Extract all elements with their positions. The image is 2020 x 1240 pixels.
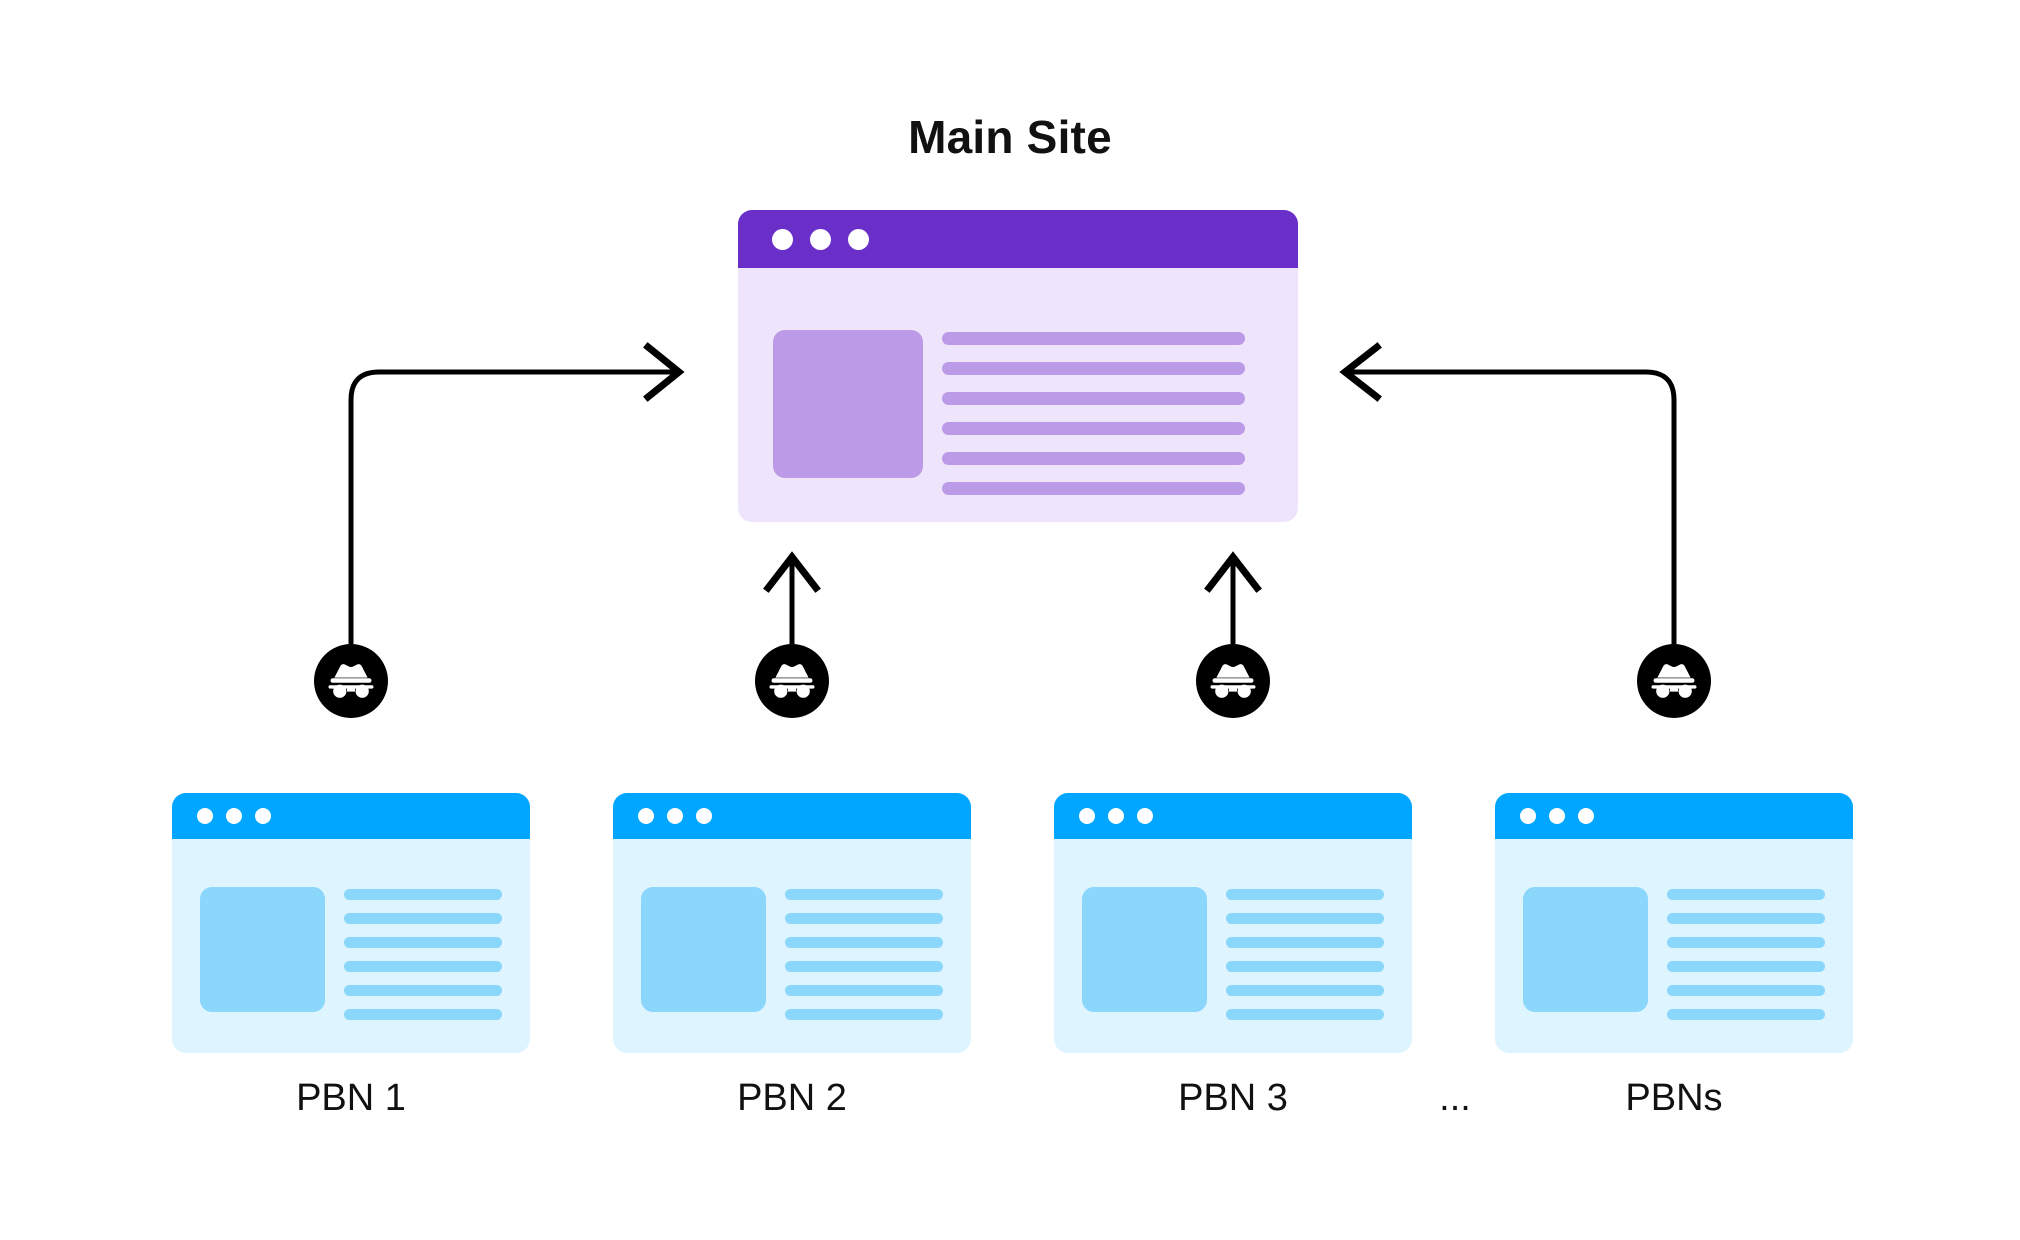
window-dot-yellow xyxy=(226,808,242,824)
pbn-2-label: PBN 2 xyxy=(737,1077,847,1119)
pbn-thumbnail xyxy=(200,887,325,1012)
main-site-window xyxy=(738,210,1298,522)
window-dot-red xyxy=(638,808,654,824)
pbn-text-line xyxy=(1667,985,1825,996)
pbn-text-line xyxy=(785,985,943,996)
window-dot-yellow xyxy=(1108,808,1124,824)
pbn-2-window xyxy=(613,793,971,1053)
pbn-3-label: PBN 3 xyxy=(1178,1077,1288,1119)
main-site-text-line xyxy=(942,482,1245,495)
ellipsis-label: ... xyxy=(1439,1077,1471,1119)
pbn-text-line xyxy=(344,889,502,900)
main-site-text-line xyxy=(942,392,1245,405)
pbn-titlebar xyxy=(172,793,530,839)
pbn-text-line xyxy=(1667,937,1825,948)
pbn-text-line xyxy=(785,913,943,924)
edge-pbns-to-main xyxy=(1350,369,1677,644)
page-title: Main Site xyxy=(908,111,1112,163)
pbn-text-line xyxy=(1226,985,1384,996)
main-site-text-line xyxy=(942,332,1245,345)
pbn-3-window xyxy=(1054,793,1412,1053)
pbn-text-line xyxy=(785,1009,943,1020)
main-site-titlebar xyxy=(738,210,1298,268)
incognito-badge-pbn1 xyxy=(314,644,388,718)
arrowhead-pbn1 xyxy=(643,342,685,402)
pbn-text-line xyxy=(344,913,502,924)
main-site-text-line xyxy=(942,362,1245,375)
edge-pbn1-to-main xyxy=(348,369,674,644)
incognito-badge-pbn3 xyxy=(1196,644,1270,718)
pbn-thumbnail xyxy=(1082,887,1207,1012)
window-dot-green xyxy=(696,808,712,824)
pbns-window xyxy=(1495,793,1853,1053)
pbn-text-line xyxy=(1226,961,1384,972)
pbn-text-line xyxy=(1667,961,1825,972)
pbn-text-line xyxy=(1226,937,1384,948)
pbn-text-line xyxy=(344,961,502,972)
window-dot-green xyxy=(1578,808,1594,824)
pbn-text-line xyxy=(1226,889,1384,900)
pbn-text-line xyxy=(785,961,943,972)
arrowhead-pbns xyxy=(1339,342,1382,402)
window-dot-yellow xyxy=(667,808,683,824)
pbn-thumbnail xyxy=(641,887,766,1012)
window-dot-red xyxy=(772,228,793,250)
window-dot-green xyxy=(1137,808,1153,824)
main-site-text-line xyxy=(942,452,1245,465)
pbns-label: PBNs xyxy=(1625,1077,1723,1119)
pbn-titlebar xyxy=(613,793,971,839)
pbn-text-line xyxy=(344,937,502,948)
pbn-text-line xyxy=(1667,1009,1825,1020)
pbn-text-line xyxy=(344,985,502,996)
pbn-text-line xyxy=(1226,1009,1384,1020)
arrowhead-pbn3 xyxy=(1204,551,1262,593)
pbn-text-line xyxy=(344,1009,502,1020)
window-dot-yellow xyxy=(810,228,831,250)
incognito-icon xyxy=(769,664,815,698)
arrowhead-pbn2 xyxy=(763,551,821,593)
window-dot-green xyxy=(255,808,271,824)
pbn-1-window xyxy=(172,793,530,1053)
pbn-1-label: PBN 1 xyxy=(296,1077,406,1119)
pbn-thumbnail xyxy=(1523,887,1648,1012)
window-dot-green xyxy=(848,228,869,250)
incognito-badge-pbn2 xyxy=(755,644,829,718)
incognito-badge-pbns xyxy=(1637,644,1711,718)
incognito-icon xyxy=(328,664,374,698)
pbn-text-line xyxy=(1667,913,1825,924)
window-dot-red xyxy=(1079,808,1095,824)
main-site-text-line xyxy=(942,422,1245,435)
pbn-text-line xyxy=(785,937,943,948)
incognito-icon xyxy=(1210,664,1256,698)
window-dot-red xyxy=(1520,808,1536,824)
pbn-titlebar xyxy=(1495,793,1853,839)
pbn-titlebar xyxy=(1054,793,1412,839)
window-dot-red xyxy=(197,808,213,824)
incognito-icon xyxy=(1651,664,1697,698)
pbn-text-line xyxy=(1667,889,1825,900)
pbn-text-line xyxy=(785,889,943,900)
main-site-thumbnail xyxy=(773,330,923,478)
window-dot-yellow xyxy=(1549,808,1565,824)
pbn-text-line xyxy=(1226,913,1384,924)
